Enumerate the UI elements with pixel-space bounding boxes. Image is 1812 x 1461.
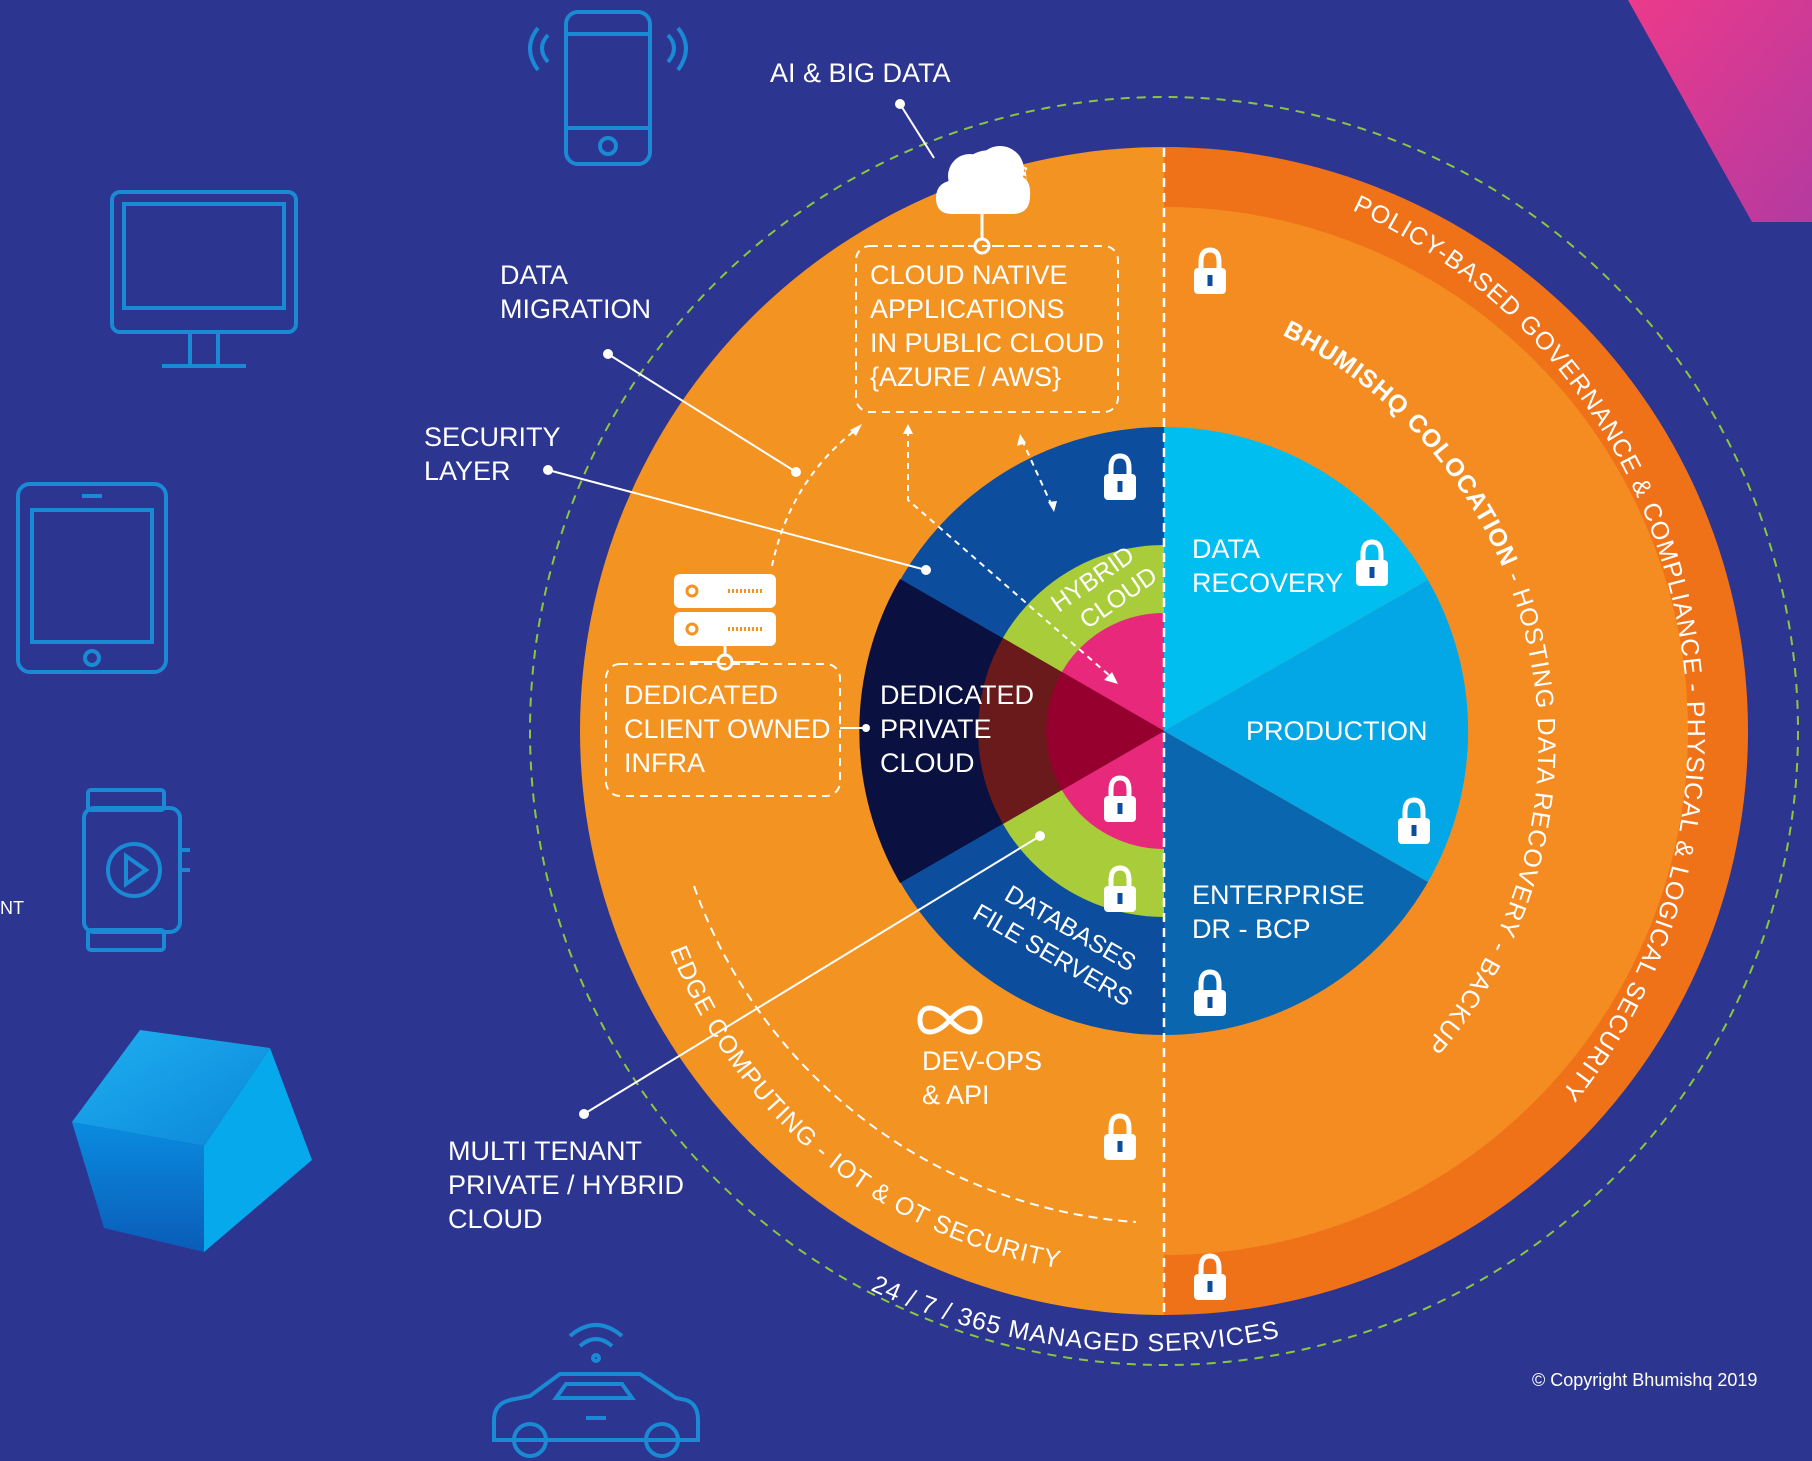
monitor-icon [110, 190, 298, 368]
dedicated-client-label: DEDICATED CLIENT OWNED INFRA [624, 680, 838, 778]
data-recovery-label: DATA RECOVERY [1192, 534, 1343, 598]
infinity-icon [917, 1005, 983, 1035]
cloud-icon [936, 146, 1031, 255]
lock-icon [1194, 247, 1226, 294]
left-cut-text: NT [0, 898, 24, 918]
arrow-heads [850, 424, 1118, 684]
lock-icon [1104, 775, 1136, 822]
dashed-arrows [771, 427, 1111, 677]
security-layer-label: SECURITY LAYER [424, 422, 568, 486]
cloud-native-box [855, 245, 1119, 413]
lock-icon [1104, 1113, 1136, 1160]
lock-icons [1104, 247, 1430, 1300]
server-icon [674, 574, 776, 671]
smartphone-icon [528, 10, 688, 166]
edge-dashed-arc [693, 885, 1137, 1223]
cloud-native-label: CLOUD NATIVE APPLICATIONS IN PUBLIC CLOU… [870, 260, 1112, 392]
lock-icon [1194, 969, 1226, 1016]
dev-ops-label: DEV-OPS & API [922, 1046, 1050, 1110]
dedicated-client-box [605, 663, 841, 797]
lock-icon [1104, 453, 1136, 500]
production-label: PRODUCTION [1246, 716, 1428, 746]
lock-icon [1194, 1253, 1226, 1300]
lock-icon [1356, 539, 1388, 586]
lock-icon [1398, 797, 1430, 844]
tablet-icon [16, 482, 168, 674]
callout-lines [543, 99, 1045, 1119]
enterprise-label: ENTERPRISE DR - BCP [1192, 880, 1372, 944]
corner-triangle [1628, 0, 1812, 222]
outer-dashed-ring [529, 96, 1799, 1366]
dedicated-private-wedge [859, 579, 1164, 883]
lock-icon [1104, 865, 1136, 912]
copyright-text: © Copyright Bhumishq 2019 [1532, 1370, 1757, 1390]
smartwatch-icon [82, 788, 190, 952]
data-migration-label: DATA MIGRATION [500, 260, 651, 324]
colocation-pie [1164, 426, 1469, 1035]
ai-big-data-label: AI & BIG DATA [770, 58, 951, 88]
dedicated-private-label: DEDICATED PRIVATE CLOUD [880, 680, 1042, 778]
multi-tenant-label: MULTI TENANT PRIVATE / HYBRID CLOUD [448, 1136, 692, 1234]
car-icon [492, 1323, 700, 1458]
cube-icon [72, 1030, 312, 1252]
